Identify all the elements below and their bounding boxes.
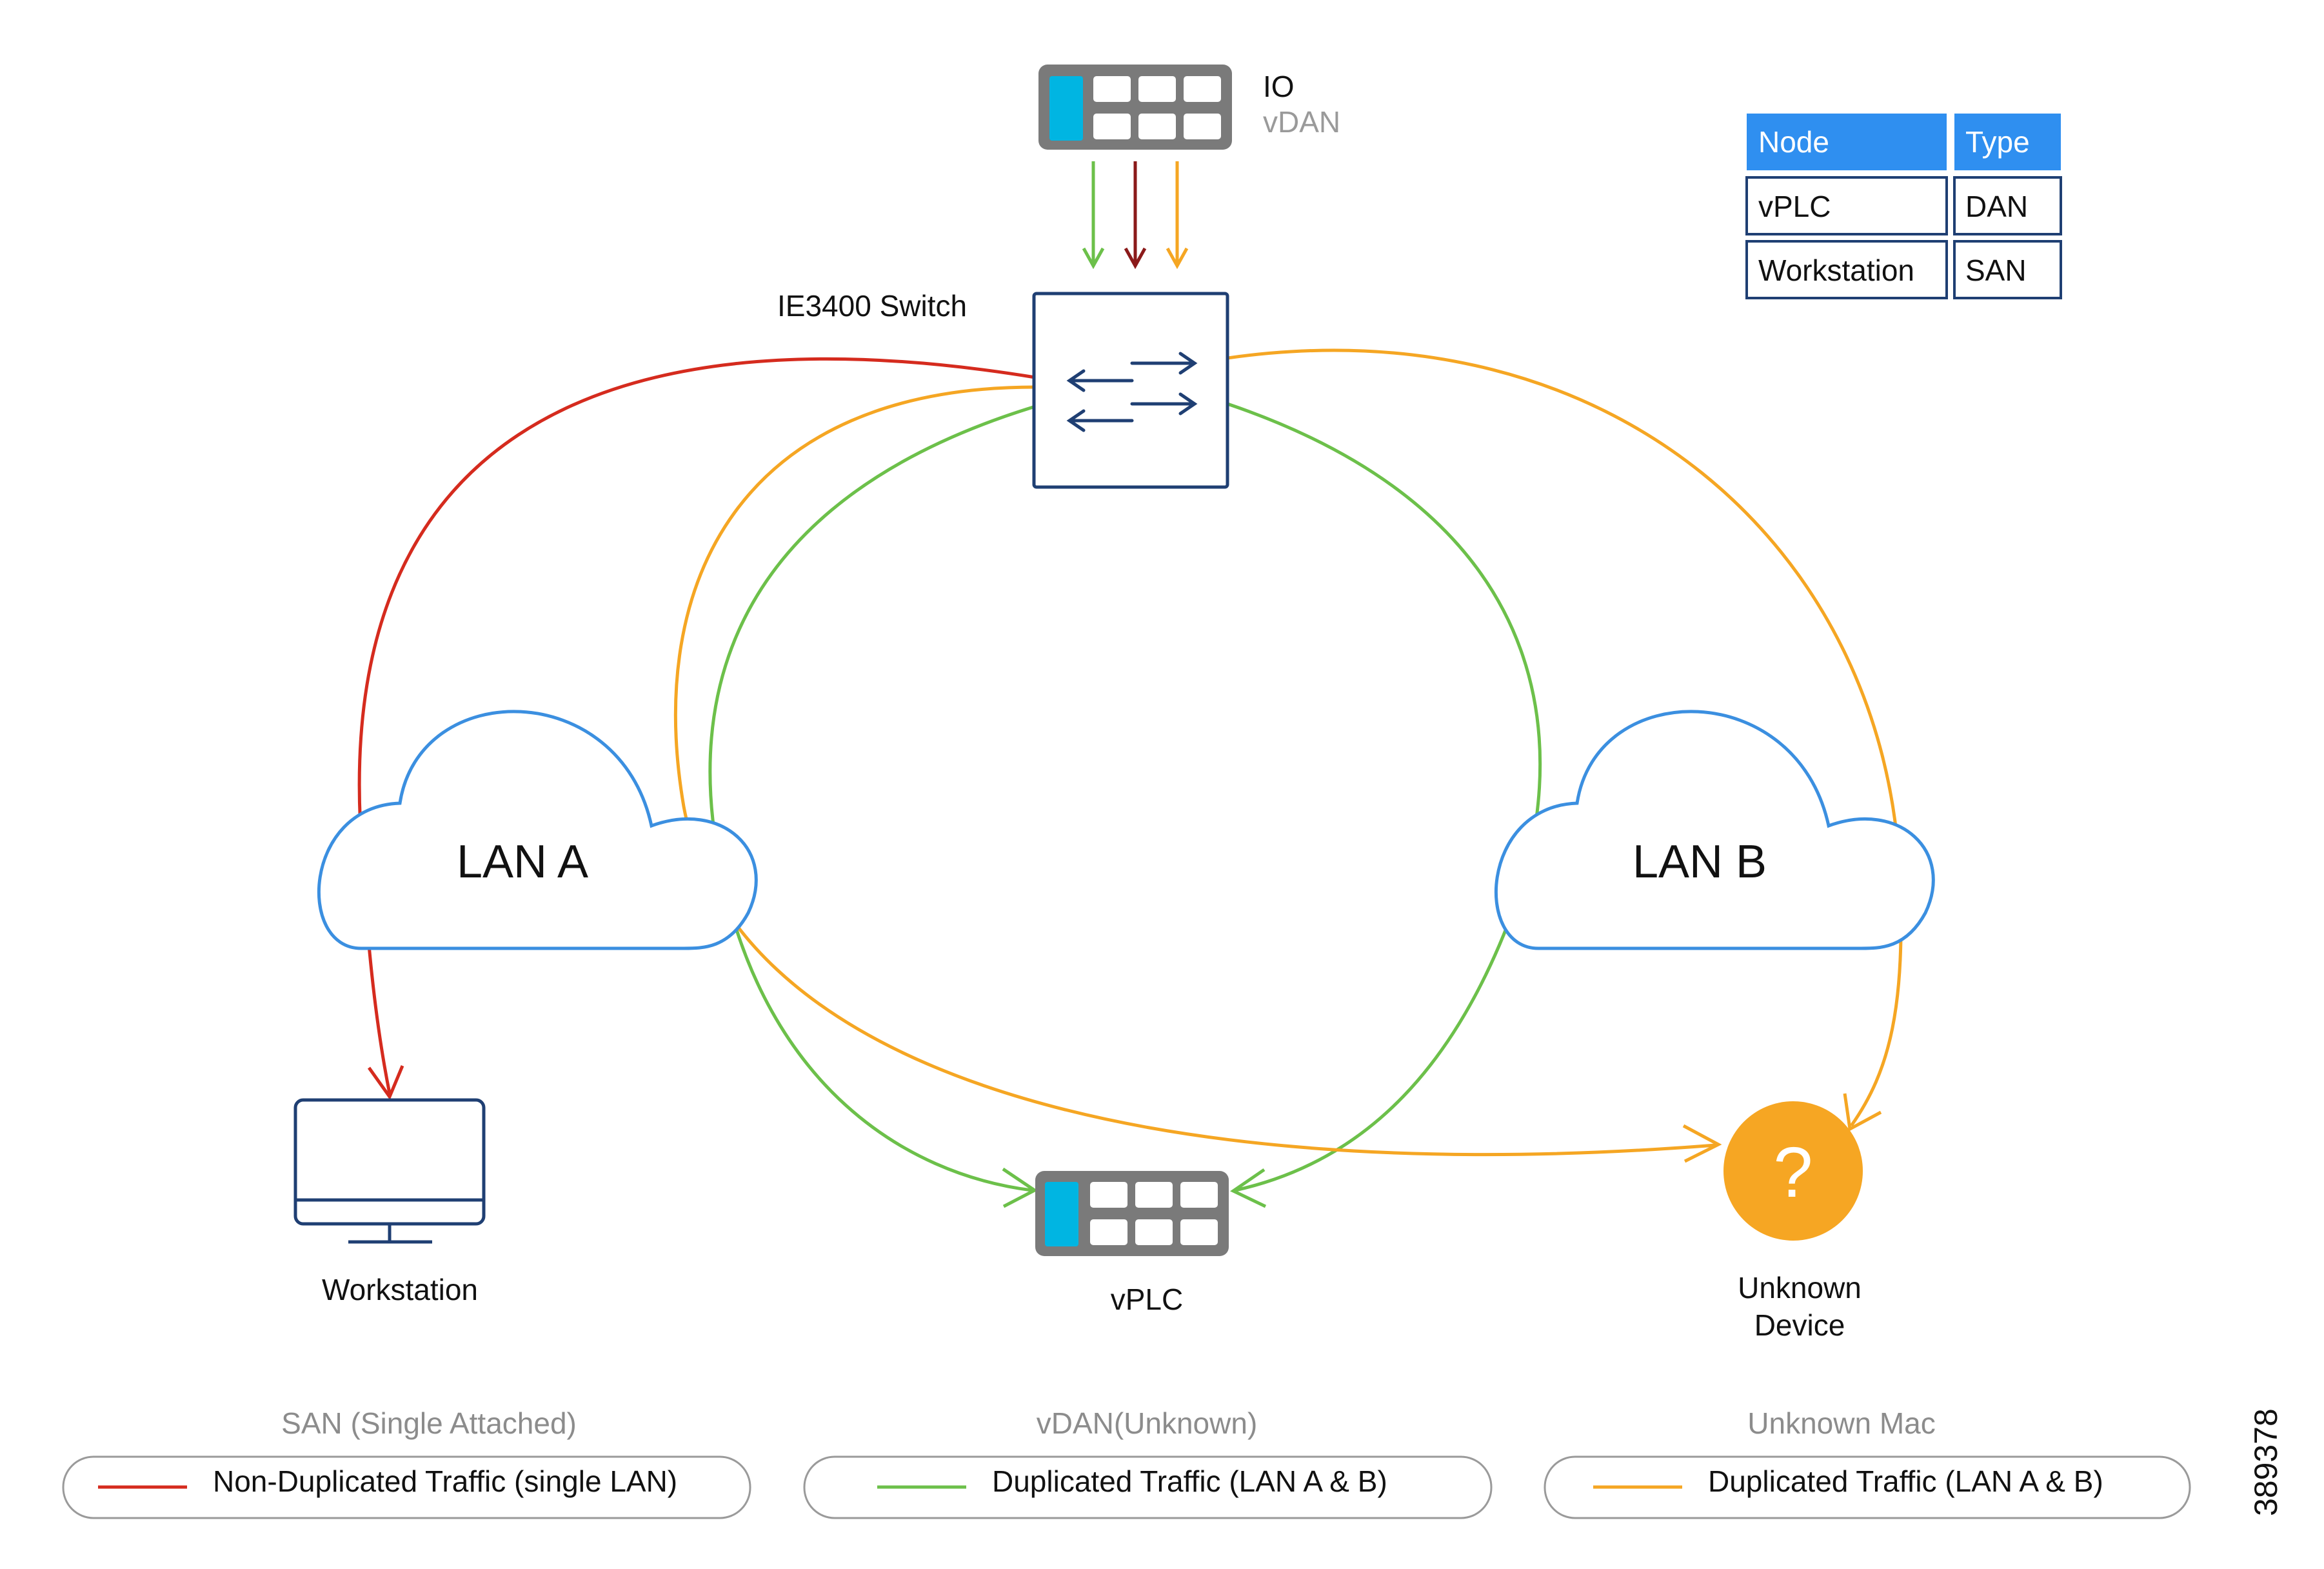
red-arrowhead	[367, 1065, 404, 1101]
legend: SAN (Single Attached) Non-Duplicated Tra…	[62, 1406, 2191, 1519]
legend-pill-vdan	[803, 1455, 1493, 1519]
vplc-port	[1180, 1182, 1218, 1208]
vplc-port	[1135, 1219, 1173, 1245]
table-row-0-type: DAN	[1965, 190, 2028, 223]
io-title: IO	[1263, 70, 1295, 103]
io-port	[1138, 76, 1176, 102]
legend-label-san: Non-Duplicated Traffic (single LAN)	[213, 1464, 677, 1498]
orange-path-lan-b	[1227, 348, 1903, 1127]
io-port	[1138, 114, 1176, 139]
vplc-port	[1090, 1219, 1127, 1245]
legend-caption-vdan: vDAN(Unknown)	[1037, 1406, 1258, 1440]
figure-id: 389378	[2248, 1408, 2284, 1516]
table-header-type-text: Type	[1965, 125, 2030, 159]
switch-label: IE3400 Switch	[777, 289, 967, 323]
io-arrow-darkred-head	[1124, 247, 1147, 270]
io-port	[1184, 76, 1221, 102]
switch-arrows-icon	[1066, 352, 1198, 432]
orange-arrowhead-left	[1682, 1124, 1722, 1163]
vplc-port	[1090, 1182, 1127, 1208]
legend-caption-san: SAN (Single Attached)	[281, 1406, 577, 1440]
io-port	[1093, 114, 1131, 139]
io-port	[1093, 76, 1131, 102]
red-path-to-workstation	[357, 357, 1036, 1094]
vplc-device-port-blue	[1045, 1182, 1078, 1246]
lan-a-cloud: LAN A	[317, 710, 758, 950]
lan-b-cloud: LAN B	[1495, 710, 1935, 950]
green-arrowhead-left	[1002, 1167, 1038, 1208]
lan-b-label: LAN B	[1633, 836, 1767, 888]
unknown-device-icon	[1723, 1101, 1863, 1241]
question-mark-icon: ?	[1773, 1133, 1813, 1212]
green-arrowhead-right	[1230, 1168, 1267, 1208]
table-cell	[1953, 240, 2062, 299]
io-device: IO vDAN	[1038, 65, 1340, 150]
table-header-node	[1747, 114, 1947, 170]
vplc-label: vPLC	[1111, 1283, 1183, 1316]
node-type-table: Node Type vPLC DAN Workstation SAN	[1745, 114, 2062, 299]
table-cell	[1745, 240, 1948, 299]
legend-label-unknown: Duplicated Traffic (LAN A & B)	[1708, 1464, 2103, 1498]
lan-a-cloud-shape	[317, 710, 758, 950]
io-arrow-orange-head	[1166, 247, 1189, 270]
table-row-1-type: SAN	[1965, 254, 2027, 287]
table-row-0-node: vPLC	[1758, 190, 1831, 223]
table-cell	[1745, 176, 1948, 235]
io-device-port-blue	[1049, 76, 1083, 141]
monitor-icon	[293, 1098, 486, 1244]
vplc-port	[1180, 1219, 1218, 1245]
green-path-lan-a	[708, 405, 1036, 1192]
vplc-node: vPLC	[1035, 1171, 1229, 1316]
orange-arrowhead-right	[1843, 1093, 1882, 1132]
table-row-1-node: Workstation	[1758, 254, 1914, 287]
switch-body	[1032, 292, 1229, 489]
table-cell	[1953, 176, 2062, 235]
legend-caption-unknown: Unknown Mac	[1747, 1406, 1935, 1440]
workstation-node: Workstation	[293, 1098, 486, 1306]
green-path-lan-b	[1225, 401, 1542, 1192]
legend-pill-unknown	[1544, 1455, 2191, 1519]
orange-path-lan-a	[673, 385, 1716, 1157]
workstation-label: Workstation	[322, 1273, 478, 1306]
lan-a-label: LAN A	[457, 836, 588, 888]
table-header-node-text: Node	[1758, 125, 1829, 159]
io-arrow-green-head	[1082, 247, 1105, 270]
legend-pill-san	[62, 1455, 751, 1519]
lan-b-cloud-shape	[1495, 710, 1935, 950]
io-port	[1184, 114, 1221, 139]
unknown-device-node: ? Unknown Device	[1723, 1101, 1863, 1342]
unknown-device-label-line1: Unknown	[1738, 1271, 1862, 1304]
io-subtitle: vDAN	[1263, 105, 1340, 139]
table-header-type	[1954, 114, 2061, 170]
vplc-port	[1135, 1182, 1173, 1208]
ie3400-switch: IE3400 Switch	[777, 289, 1229, 489]
legend-label-vdan: Duplicated Traffic (LAN A & B)	[992, 1464, 1387, 1498]
unknown-device-label-line2: Device	[1754, 1308, 1845, 1342]
